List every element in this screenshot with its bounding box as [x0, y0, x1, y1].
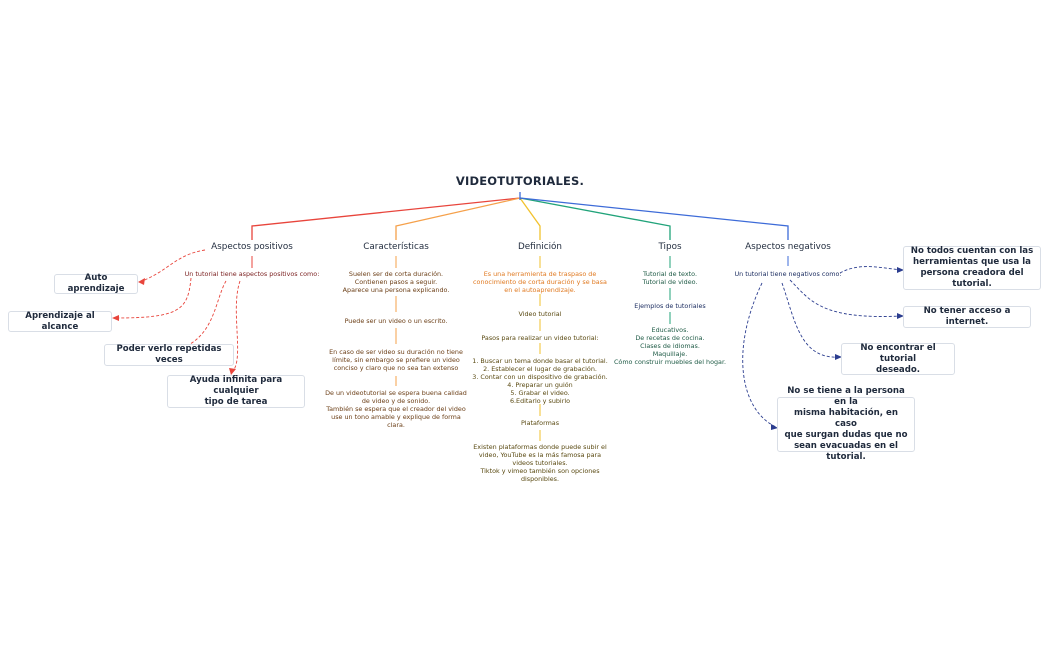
branch-positive-label: Aspectos positivos — [211, 242, 293, 252]
branch-definition-label: Definición — [518, 242, 562, 252]
positive-item-ayuda-infinita: Ayuda infinita para cualquier tipo de ta… — [167, 375, 305, 408]
branch-negative-label: Aspectos negativos — [745, 242, 831, 252]
characteristics-note-2: Puede ser un video o un escrito. — [344, 317, 448, 325]
arrow-auto-aprendizaje — [139, 249, 206, 283]
arrow-aprendizaje-alcance — [114, 277, 192, 319]
link-negative — [519, 197, 789, 240]
arrow-no-persona — [742, 282, 777, 428]
arrow-ayuda — [231, 280, 241, 373]
arrow-no-encontrar — [781, 282, 841, 358]
positive-intro: Un tutorial tiene aspectos positivos com… — [184, 270, 320, 278]
positive-item-auto-aprendizaje: Auto aprendizaje — [54, 273, 138, 294]
negative-item-no-persona: No se tiene a la persona en la misma hab… — [777, 386, 915, 462]
negative-intro: Un tutorial tiene negativos como: — [734, 270, 842, 278]
positive-item-aprendizaje-alcance: Aprendizaje al alcance — [8, 311, 112, 332]
map-title: VIDEOTUTORIALES. — [455, 174, 585, 188]
definition-note-5: Plataformas — [520, 419, 560, 427]
link-characteristics — [395, 197, 521, 240]
definition-note-3: Pasos para realizar un video tutorial: — [481, 334, 599, 342]
arrow-no-herramientas — [839, 266, 903, 274]
negative-item-internet: No tener acceso a internet. — [903, 306, 1031, 328]
negative-item-no-encontrar: No encontrar el tutorial deseado. — [841, 343, 955, 375]
characteristics-note-1: Suelen ser de corta duración. Contienen … — [342, 270, 450, 295]
arrow-repetidas — [181, 280, 227, 349]
definition-note-1: Es una herramienta de traspaso de conoci… — [473, 270, 607, 295]
characteristics-note-4: De un videotutorial se espera buena cali… — [325, 389, 467, 430]
branch-types-label: Tipos — [658, 242, 682, 252]
arrow-no-internet — [789, 279, 903, 317]
link-types — [519, 197, 671, 240]
link-positive — [251, 197, 521, 240]
definition-note-4: 1. Buscar un tema donde basar el tutoria… — [472, 357, 608, 406]
negative-item-herramientas: No todos cuentan con las herramientas qu… — [903, 246, 1041, 290]
characteristics-note-3: En caso de ser video su duración no tien… — [329, 348, 463, 373]
definition-note-6: Existen plataformas donde puede subir el… — [473, 443, 607, 484]
link-definition — [519, 197, 541, 240]
positive-item-repetidas-veces: Poder verlo repetidas veces — [104, 344, 234, 366]
types-note-2: Ejemplos de tutoriales — [634, 302, 706, 310]
types-note-3: Educativos. De recetas de cocina. Clases… — [613, 326, 727, 367]
definition-note-2: Video tutorial — [518, 310, 562, 318]
branch-characteristics-label: Características — [363, 242, 429, 252]
types-note-1: Tutorial de texto. Tutorial de video. — [642, 270, 698, 287]
